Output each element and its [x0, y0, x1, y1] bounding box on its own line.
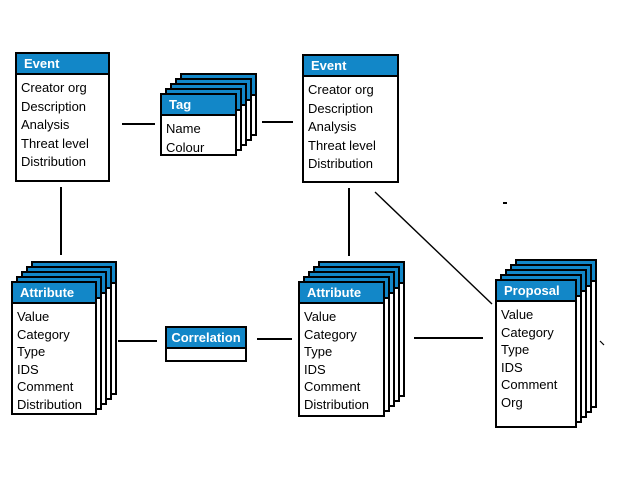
entity-field: Comment [501, 377, 558, 392]
entity-field: Distribution [21, 154, 87, 169]
entity-field: Type [17, 344, 46, 359]
entity-field: Analysis [308, 119, 357, 134]
entity-field: Comment [17, 379, 74, 394]
entity-title: Attribute [300, 283, 383, 304]
entity-field: Threat level [21, 135, 89, 151]
entity-field: Category [501, 324, 554, 340]
entity-title: Tag [162, 95, 235, 116]
entity-field: Value [304, 309, 337, 324]
entity-title: Correlation [167, 328, 245, 349]
entity-title: Event [17, 54, 108, 75]
entity-field: Comment [304, 379, 361, 394]
entity-field: Name [166, 121, 201, 136]
entity-field: Description [21, 98, 87, 114]
entity-card: Proposal Value Category Type IDS Comment… [495, 279, 577, 428]
connector-tag-event-right [262, 121, 293, 123]
entity-tag: Tag Name Colour [160, 73, 257, 156]
entity-field: Org [501, 394, 523, 410]
connector-event-right-attribute-middle [348, 188, 350, 256]
entity-field: Colour [166, 140, 205, 155]
stray-dash-mark [503, 202, 507, 204]
entity-field: Distribution [308, 156, 374, 171]
entity-event-left: Event Creator org Description Analysis T… [15, 52, 110, 182]
entity-card: Event Creator org Description Analysis T… [15, 52, 110, 182]
entity-field: Category [304, 326, 357, 342]
entity-field: Value [501, 307, 534, 322]
entity-card: Event Creator org Description Analysis T… [302, 54, 399, 183]
entity-field: Creator org [308, 82, 374, 97]
entity-attribute-left: Attribute Value Category Type IDS Commen… [11, 261, 117, 415]
entity-title: Proposal [497, 281, 575, 302]
entity-field: Threat level [308, 137, 376, 153]
entity-field: IDS [304, 361, 326, 377]
connector-correlation-attribute-middle [257, 338, 292, 340]
entity-field: IDS [17, 361, 39, 377]
entity-field: Type [501, 342, 530, 357]
entity-card: Attribute Value Category Type IDS Commen… [11, 281, 97, 415]
entity-correlation: Correlation [165, 326, 247, 362]
entity-card: Attribute Value Category Type IDS Commen… [298, 281, 385, 417]
entity-field: Description [308, 100, 374, 116]
entity-attribute-middle: Attribute Value Category Type IDS Commen… [298, 261, 405, 417]
entity-event-right: Event Creator org Description Analysis T… [302, 54, 399, 183]
connector-event-left-tag [122, 123, 155, 125]
entity-field: Creator org [21, 80, 87, 95]
entity-proposal: Proposal Value Category Type IDS Comment… [495, 259, 597, 428]
entity-field: Value [17, 309, 50, 324]
entity-card: Tag Name Colour [160, 93, 237, 156]
connector-event-left-attribute-left [60, 187, 62, 255]
connector-attribute-left-correlation [118, 340, 157, 342]
entity-field: Distribution [304, 396, 370, 412]
stray-tick-mark [599, 340, 605, 346]
entity-card: Correlation [165, 326, 247, 362]
entity-field: Type [304, 344, 333, 359]
entity-title: Event [304, 56, 397, 77]
entity-field: IDS [501, 359, 523, 375]
entity-field: Analysis [21, 117, 70, 132]
entity-field: Distribution [17, 396, 83, 412]
connector-attribute-middle-proposal [414, 337, 483, 339]
entity-field: Category [17, 326, 70, 342]
entity-title: Attribute [13, 283, 95, 304]
